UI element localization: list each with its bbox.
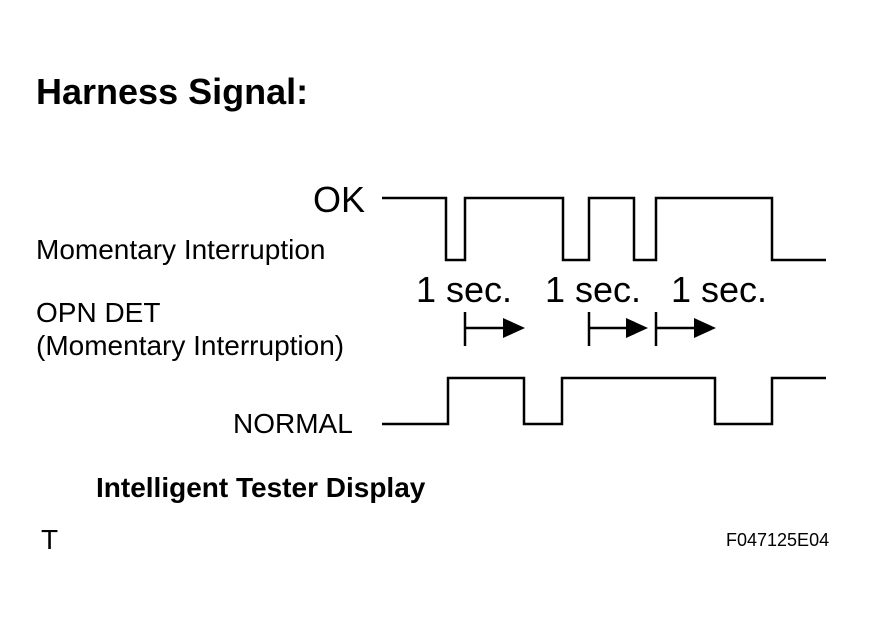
duration-label-3: 1 sec. <box>671 269 768 310</box>
ok-label: OK <box>313 179 366 220</box>
momentary-interruption-label: Momentary Interruption <box>36 234 326 265</box>
interval-arrowhead-2 <box>626 318 648 338</box>
opn-det-label-line2: (Momentary Interruption) <box>36 330 345 361</box>
interval-arrowhead-1 <box>503 318 525 338</box>
harness-signal-waveform <box>382 196 826 262</box>
harness-signal-title: Harness Signal: <box>36 71 309 112</box>
duration-label-1: 1 sec. <box>416 269 513 310</box>
corner-mark: T <box>41 524 59 555</box>
tester-display-waveform <box>382 376 826 426</box>
opn-det-label-line1: OPN DET <box>36 297 161 328</box>
figure-id: F047125E04 <box>726 530 830 550</box>
normal-label: NORMAL <box>233 408 353 439</box>
duration-label-2: 1 sec. <box>545 269 642 310</box>
intelligent-tester-display-caption: Intelligent Tester Display <box>96 472 426 503</box>
interval-arrowhead-3 <box>694 318 716 338</box>
